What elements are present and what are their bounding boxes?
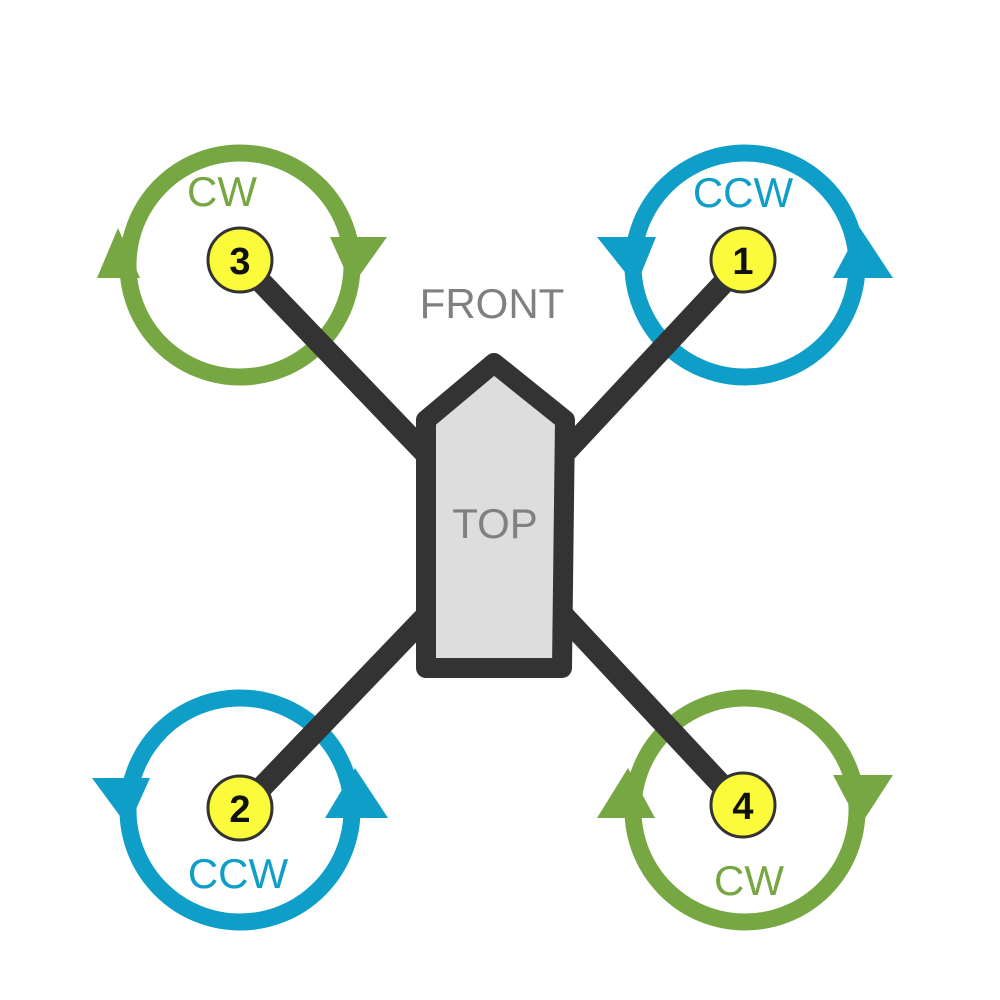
direction-label-1: CCW [693, 169, 794, 216]
drone-body [416, 353, 575, 678]
motor-badge-3: 3 [206, 226, 274, 294]
motor-number-4: 4 [732, 786, 753, 828]
frame-arms [232, 252, 754, 818]
rotor-ring-1 [597, 144, 893, 386]
arrow-icon [833, 228, 893, 278]
motor-number-1: 1 [732, 241, 753, 283]
rotor-ring-4 [597, 689, 893, 931]
rotor-ring-3 [97, 144, 387, 386]
arm-rear-right [551, 604, 754, 818]
arrow-icon [325, 768, 388, 818]
top-label: TOP [452, 500, 538, 547]
motor-number-3: 3 [229, 241, 250, 283]
front-label: FRONT [420, 280, 565, 327]
direction-label-2: CCW [188, 850, 289, 897]
direction-label-3: CW [187, 168, 257, 215]
arrow-icon [97, 228, 140, 278]
arm-rear-left [232, 604, 438, 818]
arrow-icon [597, 768, 655, 818]
rotor-ring-2 [92, 689, 388, 931]
direction-label-4: CW [714, 857, 784, 904]
motor-badge-1: 1 [709, 226, 777, 294]
arrow-icon [92, 778, 150, 827]
arrow-icon [330, 237, 387, 286]
motor-badge-4: 4 [709, 771, 777, 839]
motor-badge-2: 2 [206, 774, 274, 842]
arrow-icon [597, 237, 656, 286]
arrow-icon [833, 775, 893, 826]
arm-front-right [551, 252, 754, 466]
motor-number-2: 2 [229, 789, 250, 831]
arm-front-left [232, 252, 438, 466]
